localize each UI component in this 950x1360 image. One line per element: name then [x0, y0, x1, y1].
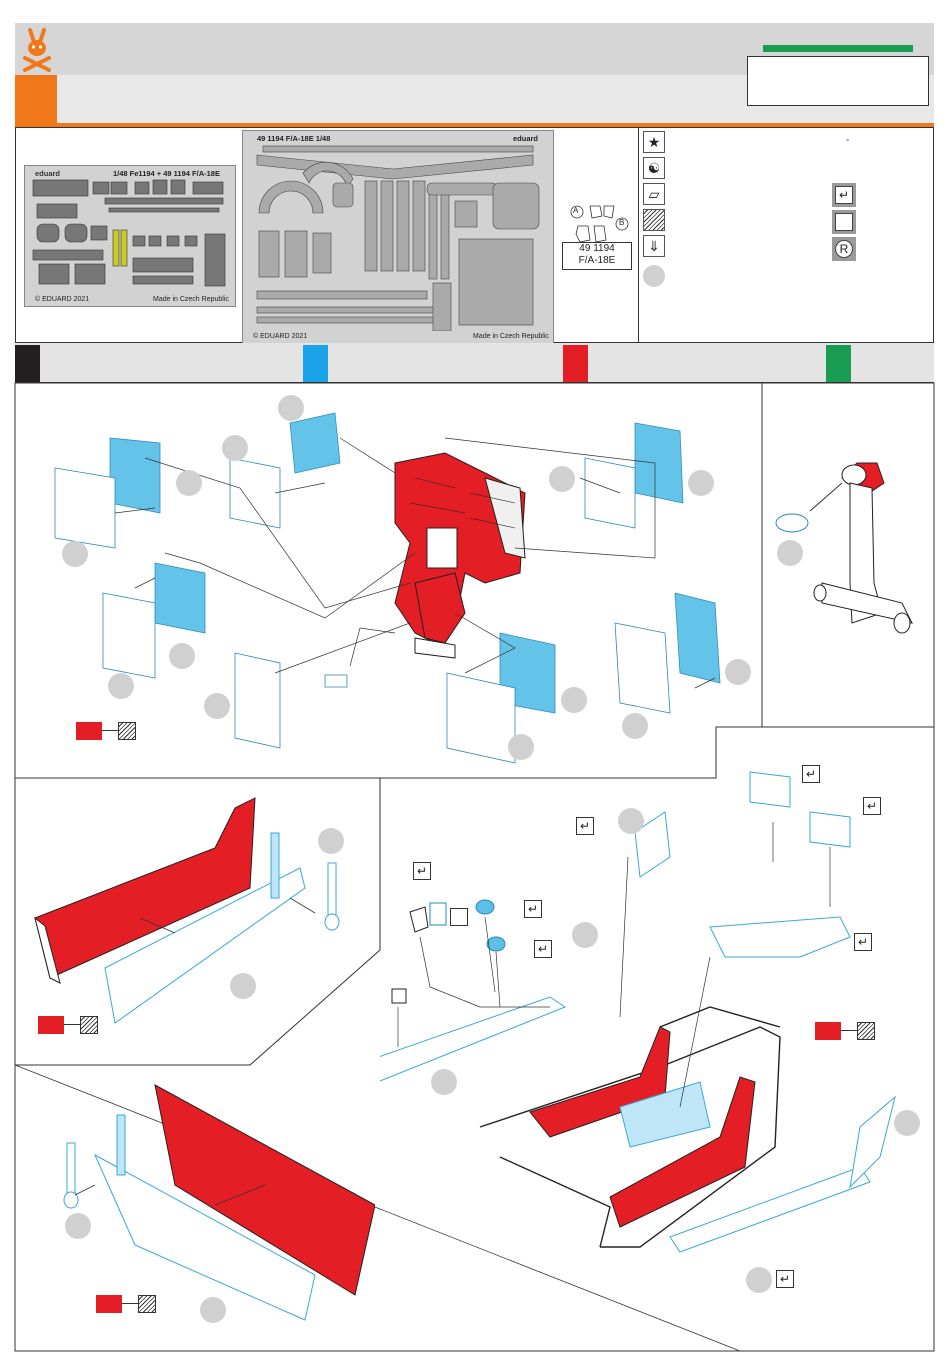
step-circle-7	[169, 643, 195, 669]
step-circle-13	[725, 659, 751, 685]
step-circle-18	[200, 1297, 226, 1323]
step-circle-3	[176, 470, 202, 496]
step-left-console-upper	[15, 778, 380, 1065]
step-circle-20	[572, 922, 598, 948]
step-circle-14	[777, 540, 803, 566]
step-circle-9	[204, 693, 230, 719]
bend-icon-2: ↵	[524, 900, 542, 918]
step-circle-10	[561, 687, 587, 713]
step-circle-22	[894, 1110, 920, 1136]
step-circle-6	[688, 470, 714, 496]
bend-icon-7: ↵	[854, 933, 872, 951]
step-circle-17	[65, 1213, 91, 1239]
step-circle-23	[746, 1267, 772, 1293]
step-circle-4	[62, 541, 88, 567]
step-circle-1	[278, 395, 304, 421]
step-circle-15	[318, 828, 344, 854]
bend-icon-3: ↵	[534, 940, 552, 958]
step-instrument-panel	[15, 383, 760, 778]
step-cockpit-tub	[380, 727, 934, 1351]
bend-icon-8: ↵	[776, 1270, 794, 1288]
bend-icon-1: ↵	[413, 862, 431, 880]
step-circle-21	[431, 1069, 457, 1095]
step-circle-8	[108, 673, 134, 699]
step-right-console-lower	[15, 1065, 375, 1351]
step-circle-5	[549, 466, 575, 492]
bend-icon-6: ↵	[863, 797, 881, 815]
step-circle-19	[618, 808, 644, 834]
step-circle-2	[222, 435, 248, 461]
step-circle-16	[230, 973, 256, 999]
bend-icon-5: ↵	[802, 765, 820, 783]
bend-icon-4: ↵	[576, 817, 594, 835]
blank-icon-1	[450, 908, 468, 926]
